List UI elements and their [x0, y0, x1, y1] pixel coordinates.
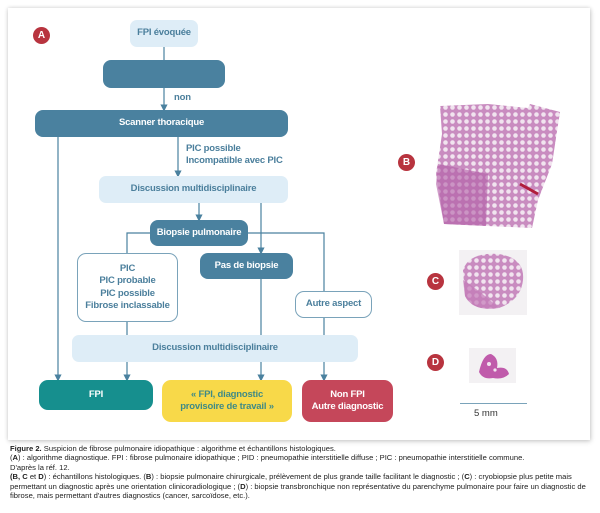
outcome-provisoire: « FPI, diagnostic provisoire de travail …: [162, 380, 292, 422]
caption-panels-bcd: (B, C et D) : échantillons histologiques…: [10, 472, 595, 500]
caption-title-text: Suspicion de fibrose pulmonaire idiopath…: [41, 444, 336, 453]
histology-sample-c: [459, 250, 527, 315]
edge-label-non: non: [174, 92, 191, 103]
caption-label-a: A: [12, 453, 19, 463]
caption-title: Figure 2. Suspicion de fibrose pulmonair…: [10, 444, 595, 453]
caption-panel-a-text: ) : algorithme diagnostique. FPI : fibro…: [18, 453, 525, 463]
pic-item: PIC: [119, 262, 136, 274]
panel-label-b: B: [398, 154, 415, 171]
outcome-non-fpi-line2: Autre diagnostic: [311, 401, 384, 412]
outcome-provisoire-line1: « FPI, diagnostic: [190, 388, 264, 400]
node-autre-aspect: Autre aspect: [295, 291, 372, 318]
caption-label-c: C: [464, 472, 470, 482]
node-empty-box: [103, 60, 225, 88]
pic-item: PIC possible: [100, 287, 155, 299]
node-pic-group: PIC PIC probable PIC possible Fibrose in…: [77, 253, 178, 322]
outcome-fpi: FPI: [39, 380, 153, 410]
caption-label-d: D: [38, 472, 44, 482]
scale-bar-label: 5 mm: [474, 408, 498, 419]
panel-label-a: A: [33, 27, 50, 44]
node-scanner-thoracique: Scanner thoracique: [35, 110, 288, 137]
histology-sample-b: [436, 104, 560, 228]
outcome-non-fpi-line1: Non FPI: [330, 388, 365, 400]
node-biopsie-pulmonaire: Biopsie pulmonaire: [150, 220, 248, 246]
caption-reference: D'après la réf. 12.: [10, 462, 70, 472]
pic-item: PIC probable: [99, 275, 156, 286]
node-fpi-evoquee: FPI évoquée: [130, 20, 198, 47]
outcome-non-fpi: Non FPI Autre diagnostic: [302, 380, 393, 422]
pic-item: Fibrose inclassable: [85, 300, 170, 311]
node-discussion-1: Discussion multidisciplinaire: [99, 176, 288, 203]
caption-label-bc: (B, C: [10, 472, 28, 482]
node-pas-de-biopsie: Pas de biopsie: [200, 253, 293, 279]
node-discussion-2: Discussion multidisciplinaire: [72, 335, 358, 362]
panel-label-c: C: [427, 273, 444, 290]
caption-panel-a: (A) : algorithme diagnostique. FPI : fib…: [10, 453, 595, 462]
edge-label-incompatible: Incompatible avec PIC: [186, 155, 283, 166]
figure-caption: Figure 2. Suspicion de fibrose pulmonair…: [10, 444, 595, 500]
caption-figure-number: Figure 2.: [10, 444, 42, 453]
outcome-provisoire-line2: provisoire de travail »: [180, 401, 274, 412]
caption-label-b: B: [145, 472, 152, 482]
histology-sample-d: [469, 348, 516, 383]
caption-b-text: ) : biopsie pulmonaire chirurgicale, pré…: [151, 472, 465, 482]
connector-biopsie-to-autre: [248, 232, 325, 291]
scale-bar: [460, 403, 527, 404]
caption-et: et: [27, 472, 39, 482]
caption-paren: (: [10, 453, 13, 463]
caption-d-text: ) : biopsie transbronchique non représen…: [10, 481, 586, 501]
caption-c-text: ) : cryobiopsie plus petite mais permett…: [10, 472, 572, 491]
edge-label-pic-possible: PIC possible: [186, 143, 241, 154]
caption-label-d2: D: [240, 481, 246, 491]
caption-bcd-text: ) : échantillons histologiques. (: [43, 472, 146, 482]
panel-label-d: D: [427, 354, 444, 371]
connector-biopsie-to-pic: [126, 232, 150, 253]
